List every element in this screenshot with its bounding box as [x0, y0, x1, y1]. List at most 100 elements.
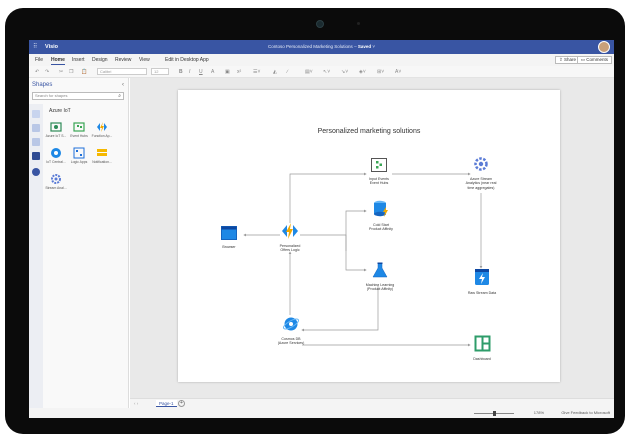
paste-icon[interactable]: 📋 — [81, 69, 88, 75]
shapes-panel: Shapes ‹ Search for shapes ⌕ Azure IoT A… — [29, 78, 129, 418]
stencil-database-icon[interactable] — [32, 138, 40, 146]
menu-view[interactable]: View — [139, 57, 150, 63]
arrange-icon[interactable]: ⊞˅ — [377, 69, 385, 75]
shape-tile[interactable]: Function Ap... — [91, 120, 113, 138]
superscript-icon[interactable]: x² — [237, 69, 242, 75]
shape-tile[interactable]: Event Hubs — [68, 120, 90, 138]
visio-window: ⠿ Visio Contoso Personalized Marketing S… — [29, 40, 614, 418]
italic-button[interactable]: I — [189, 69, 191, 75]
page-nav-icon[interactable]: ‹ › — [134, 401, 139, 406]
feedback-link[interactable]: Give Feedback to Microsoft — [561, 410, 610, 415]
share-icon: ⇪ — [558, 57, 564, 62]
text-style-icon[interactable]: A˅ — [395, 69, 402, 75]
cut-icon[interactable]: ✂ — [59, 69, 64, 75]
avatar[interactable] — [598, 41, 610, 53]
stencil-iot-icon[interactable] — [32, 110, 40, 118]
comments-button[interactable]: ▭ Comments — [576, 56, 612, 64]
flask-icon — [372, 262, 388, 278]
shape-fill-icon[interactable]: ◈˅ — [359, 69, 366, 75]
font-name-select[interactable]: Calibri — [97, 68, 147, 75]
stream-analytics-icon — [474, 157, 488, 171]
shape-tile[interactable]: Azure IoT S... — [45, 120, 67, 138]
status-bar: 178% Give Feedback to Microsoft — [29, 408, 614, 418]
edit-in-desktop-button[interactable]: Edit in Desktop App — [165, 57, 209, 63]
shapes-panel-title: Shapes — [32, 82, 53, 88]
node-event-hubs[interactable]: Input Events Event Hubs — [362, 158, 396, 186]
add-stencil-icon[interactable] — [32, 168, 40, 176]
app-launcher-icon[interactable]: ⠿ — [33, 44, 38, 50]
stream-analytics-icon — [50, 172, 62, 184]
connectors-layer — [243, 172, 483, 347]
node-cold-start[interactable]: Cold Start Product Affinity — [364, 200, 398, 232]
font-color-icon[interactable]: A — [211, 69, 215, 75]
align-icon[interactable]: ☰˅ — [253, 69, 261, 75]
fill-icon[interactable]: ◭ — [273, 69, 277, 75]
zoom-slider-handle[interactable] — [493, 411, 496, 416]
ribbon-toolbar: ↶ ↷ ✂ ❐ 📋 Calibri 12 B I U A ▣ x² ☰˅ ◭ ∕… — [29, 66, 614, 78]
menu-bar: File Home Insert Design Review View Edit… — [29, 54, 614, 66]
stencil-strip — [29, 104, 43, 418]
zoom-level[interactable]: 178% — [533, 410, 544, 415]
node-raw-stream-data[interactable]: Raw Stream Data — [467, 268, 497, 295]
node-browser[interactable]: Browser — [216, 226, 242, 249]
database-icon — [374, 200, 388, 217]
connector-logic-eventhubs[interactable] — [289, 172, 367, 223]
page-tabs-bar: ‹ › Page-1 + — [130, 398, 614, 408]
connector-logic-coldstart[interactable] — [345, 209, 367, 251]
page-tab[interactable]: Page-1 — [156, 400, 177, 407]
comment-icon: ▭ — [580, 57, 587, 62]
drawing-page[interactable]: Personalized marketing solutions — [178, 90, 560, 382]
node-stream-analytics[interactable]: Azure Stream Analytics (near real time a… — [461, 156, 501, 190]
app-name: Visio — [45, 44, 59, 50]
pointer-icon[interactable]: ↖˅ — [323, 69, 331, 75]
function-app-icon — [282, 223, 298, 239]
stencil-title: Azure IoT — [49, 108, 71, 114]
font-size-select[interactable]: 12 — [151, 68, 169, 75]
search-icon[interactable]: ⌕ — [118, 93, 121, 99]
node-dashboard[interactable]: Dashboard — [468, 335, 496, 361]
redo-icon[interactable]: ↷ — [45, 69, 50, 75]
title-bar: ⠿ Visio Contoso Personalized Marketing S… — [29, 40, 614, 54]
function-app-icon — [96, 120, 108, 132]
document-title: Contoso Personalized Marketing Solutions — [268, 44, 353, 49]
diagram-title[interactable]: Personalized marketing solutions — [317, 128, 421, 135]
menu-home[interactable]: Home — [51, 57, 65, 65]
notification-hubs-icon — [96, 146, 108, 158]
sensor — [357, 22, 360, 25]
camera — [316, 20, 324, 28]
node-personalized-offers-logic[interactable]: Personalized Offers Logic — [275, 223, 305, 253]
drawing-canvas[interactable]: Personalized marketing solutions — [130, 78, 614, 398]
line-icon[interactable]: ∕ — [287, 69, 288, 75]
add-page-button[interactable]: + — [178, 400, 185, 407]
shape-style-icon[interactable]: ▤˅ — [305, 69, 313, 75]
shape-tile[interactable]: Logic Apps — [68, 146, 90, 164]
logic-apps-icon — [73, 146, 85, 159]
collapse-panel-icon[interactable]: ‹ — [122, 82, 124, 88]
shape-tile[interactable]: Notification... — [91, 146, 113, 164]
menu-insert[interactable]: Insert — [72, 57, 85, 63]
undo-icon[interactable]: ↶ — [35, 69, 40, 75]
bold-button[interactable]: B — [179, 69, 183, 75]
stencil-active-icon[interactable] — [32, 152, 40, 160]
stencil-tools-icon[interactable] — [32, 124, 40, 132]
node-machine-learning[interactable]: Machine Learning (Product Affinity) — [361, 262, 399, 292]
document-title-area[interactable]: Contoso Personalized Marketing Solutions… — [268, 44, 375, 49]
menu-file[interactable]: File — [35, 57, 44, 63]
connector-logic-ml[interactable] — [300, 234, 367, 272]
shape-tile[interactable]: IoT Central... — [45, 146, 67, 164]
text-box-icon[interactable]: ▣ — [225, 69, 230, 75]
connector-icon[interactable]: ↘˅ — [341, 69, 349, 75]
chevron-down-icon: ˅ — [372, 44, 375, 49]
event-hubs-icon — [73, 120, 85, 132]
tablet-frame: ⠿ Visio Contoso Personalized Marketing S… — [5, 8, 625, 434]
underline-button[interactable]: U — [199, 69, 203, 75]
connector-ml-cosmos[interactable] — [301, 285, 379, 332]
menu-review[interactable]: Review — [115, 57, 132, 63]
menu-design[interactable]: Design — [92, 57, 108, 63]
shape-search-input[interactable]: Search for shapes ⌕ — [32, 92, 124, 100]
node-cosmos-db[interactable]: Cosmos DB (Azure Services) — [276, 316, 306, 346]
shape-tile[interactable]: Stream Anal... — [45, 172, 67, 190]
event-hubs-icon — [371, 158, 387, 172]
iot-hub-icon — [50, 120, 62, 132]
copy-icon[interactable]: ❐ — [69, 69, 74, 75]
